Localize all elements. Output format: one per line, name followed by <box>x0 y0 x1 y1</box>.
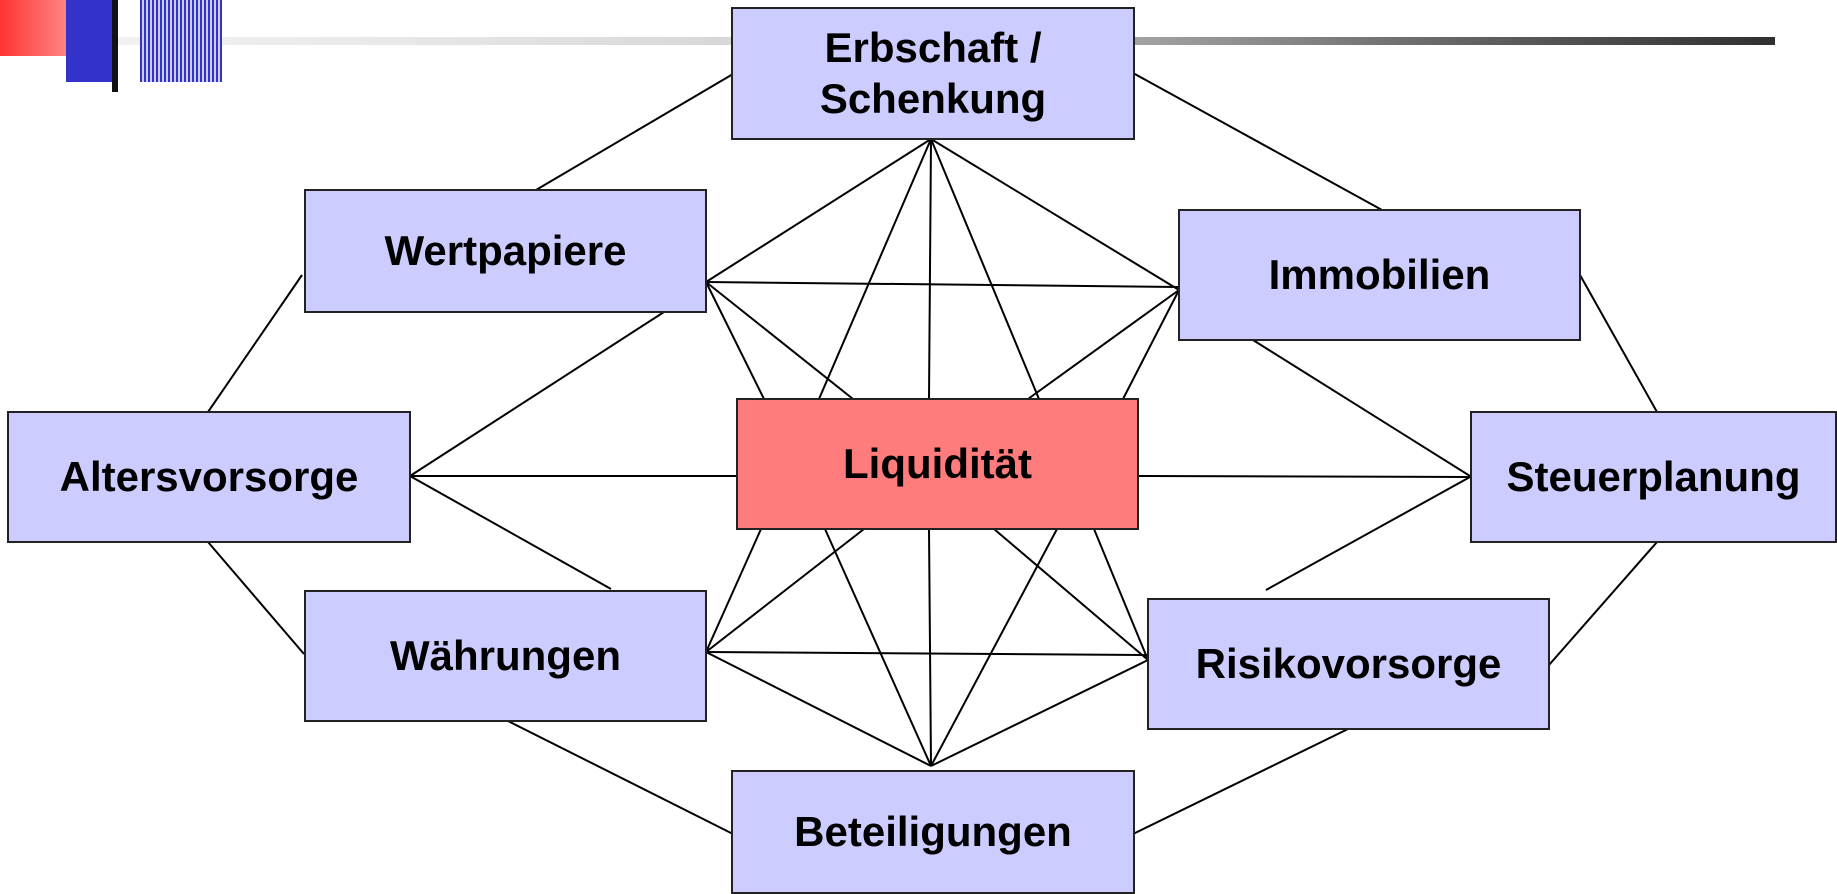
node-wertpapiere: Wertpapiere <box>304 189 707 313</box>
node-immobilien: Immobilien <box>1178 209 1581 341</box>
node-erbschaft-line1: Erbschaft / <box>824 24 1042 72</box>
node-beteiligungen: Beteiligungen <box>731 770 1135 894</box>
node-liquiditaet-label: Liquidität <box>843 439 1032 487</box>
node-waehrungen-label: Währungen <box>390 631 621 679</box>
node-erbschaft-line2: Schenkung <box>819 74 1047 122</box>
node-wertpapiere-label: Wertpapiere <box>384 226 627 274</box>
node-erbschaft-schenkung: Erbschaft / Schenkung <box>731 7 1135 140</box>
node-altersvorsorge: Altersvorsorge <box>7 411 411 543</box>
node-risikovorsorge-label: Risikovorsorge <box>1195 639 1502 687</box>
node-altersvorsorge-label: Altersvorsorge <box>59 452 359 500</box>
node-liquiditaet: Liquidität <box>736 398 1139 530</box>
node-steuerplanung: Steuerplanung <box>1470 411 1837 543</box>
logo-icon <box>0 0 222 92</box>
node-immobilien-label: Immobilien <box>1268 250 1491 298</box>
node-waehrungen: Währungen <box>304 590 707 722</box>
node-risikovorsorge: Risikovorsorge <box>1147 598 1550 730</box>
node-beteiligungen-label: Beteiligungen <box>794 807 1072 855</box>
node-steuerplanung-label: Steuerplanung <box>1506 452 1801 500</box>
